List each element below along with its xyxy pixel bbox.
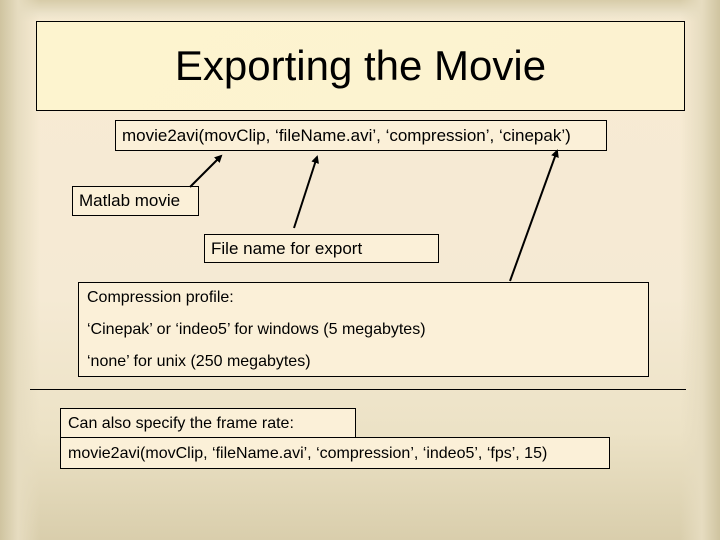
slide-title: Exporting the Movie — [174, 42, 547, 89]
frame-rate-command-box: movie2avi(movClip, ‘fileName.avi’, ‘comp… — [60, 437, 610, 469]
compression-heading: Compression profile: — [87, 289, 234, 306]
slide-frame-right — [680, 0, 720, 540]
command-box: movie2avi(movClip, ‘fileName.avi’, ‘comp… — [115, 120, 607, 151]
callout-matlab-movie: Matlab movie — [72, 186, 199, 216]
compression-line-windows: ‘Cinepak’ or ‘indeo5’ for windows (5 meg… — [87, 321, 426, 338]
compression-profile-box: Compression profile: ‘Cinepak’ or ‘indeo… — [78, 282, 649, 377]
callout-file-name: File name for export — [204, 234, 439, 263]
arrow-compression-icon — [509, 149, 559, 282]
compression-line-unix: ‘none’ for unix (250 megabytes) — [87, 353, 311, 370]
slide-frame-left — [0, 0, 40, 540]
frame-rate-label-box: Can also specify the frame rate: — [60, 408, 356, 439]
arrow-matlab-movie-icon — [189, 154, 223, 188]
arrow-file-name-icon — [293, 155, 319, 229]
divider-line — [30, 389, 686, 390]
title-box: Exporting the Movie — [36, 21, 685, 111]
slide-frame-top — [0, 0, 720, 22]
